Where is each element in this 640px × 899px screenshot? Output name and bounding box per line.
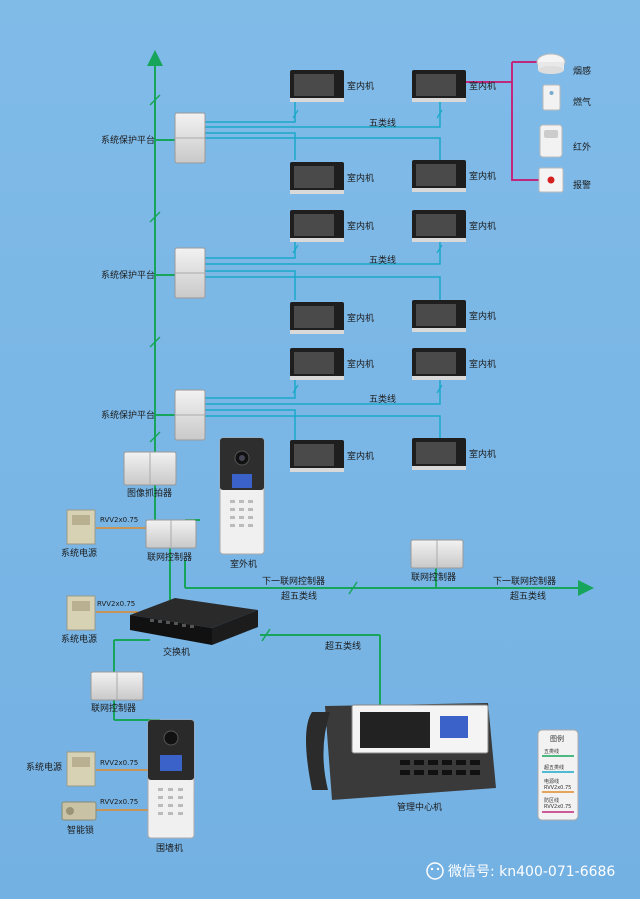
- rvv-label-2: RVV2x0.75: [97, 600, 135, 608]
- indoor-unit-label: 室内机: [469, 80, 496, 92]
- indoor-unit-label: 室内机: [469, 448, 496, 460]
- next-net-controller-label-2: 下一联网控制器: [493, 575, 556, 587]
- protection-platform-label-3: 系统保护平台: [101, 409, 155, 421]
- indoor-unit-4: 室内机: [412, 160, 496, 192]
- power-supply-1: [66, 509, 96, 545]
- indoor-unit-8: 室内机: [412, 300, 496, 332]
- infrared-detector-icon: [539, 124, 563, 158]
- power-supply-2: [66, 595, 96, 631]
- indoor-unit-6: 室内机: [412, 210, 496, 242]
- net-controller-label-1: 联网控制器: [147, 551, 192, 563]
- cat5-marks: [292, 109, 443, 394]
- legend-item-power: 电源线: [544, 778, 559, 785]
- indoor-unit-label: 室内机: [347, 172, 374, 184]
- protection-platform-label-1: 系统保护平台: [101, 134, 155, 146]
- power-lines: [96, 527, 150, 811]
- power-label-2: 系统电源: [61, 633, 97, 645]
- wall-unit-label: 围墙机: [156, 842, 183, 854]
- infrared-label: 红外: [573, 141, 591, 153]
- alarm-button-icon: [538, 167, 564, 193]
- smart-lock-icon: [61, 801, 97, 821]
- gas-detector-icon: [542, 84, 561, 111]
- indoor-unit-label: 室内机: [469, 170, 496, 182]
- indoor-unit-10: 室内机: [412, 348, 496, 380]
- indoor-unit-7: 室内机: [290, 302, 374, 334]
- cat5-lines: [205, 102, 441, 440]
- indoor-unit-label: 室内机: [347, 358, 374, 370]
- legend-item-super-cat5: 超五类线: [544, 764, 564, 771]
- rvv-label-4: RVV2x0.75: [100, 798, 138, 806]
- indoor-units: 室内机室内机室内机室内机室内机室内机室内机室内机室内机室内机室内机室内机: [290, 70, 496, 472]
- protection-platform-3: [174, 389, 206, 441]
- indoor-unit-label: 室内机: [347, 220, 374, 232]
- wall-unit-device: [147, 719, 195, 839]
- super-cat5-label-1: 超五类线: [281, 590, 317, 602]
- indoor-unit-11: 室内机: [290, 440, 374, 472]
- management-center-device: [306, 703, 496, 800]
- indoor-unit-2: 室内机: [412, 70, 496, 102]
- net-controller-label-3: 联网控制器: [91, 702, 136, 714]
- legend-item-power-spec: RVV2x0.75: [544, 785, 571, 791]
- indoor-unit-12: 室内机: [412, 438, 496, 470]
- smart-lock-label: 智能锁: [67, 824, 94, 836]
- smoke-detector-icon: [536, 53, 566, 74]
- line-break-marks: [149, 94, 358, 642]
- legend-title: 图例: [550, 734, 564, 743]
- legend: 图例 五类线 超五类线 电源线 RVV2x0.75 防区线 RVV2x0.75: [537, 729, 579, 821]
- legend-item-cat5: 五类线: [544, 748, 559, 755]
- indoor-unit-5: 室内机: [290, 210, 374, 242]
- legend-item-zone: 防区线: [544, 797, 559, 804]
- power-supply-3: [66, 751, 96, 787]
- image-capture-label: 图像抓拍器: [127, 487, 172, 499]
- gas-label: 燃气: [573, 96, 591, 108]
- outdoor-unit-device: [219, 437, 265, 555]
- indoor-unit-label: 室内机: [469, 220, 496, 232]
- indoor-unit-9: 室内机: [290, 348, 374, 380]
- rvv-label-3: RVV2x0.75: [100, 759, 138, 767]
- indoor-unit-1: 室内机: [290, 70, 374, 102]
- net-controller-2: [410, 539, 464, 569]
- indoor-unit-label: 室内机: [469, 310, 496, 322]
- power-label-1: 系统电源: [61, 547, 97, 559]
- switch-label: 交换机: [163, 646, 190, 658]
- super-cat5-label-3: 超五类线: [325, 640, 361, 652]
- cat5-label-3: 五类线: [369, 393, 396, 405]
- next-net-controller-label-1: 下一联网控制器: [262, 575, 325, 587]
- watermark: 微信号: kn400-071-6686: [426, 862, 615, 880]
- cat5-label-2: 五类线: [369, 254, 396, 266]
- indoor-unit-label: 室内机: [347, 312, 374, 324]
- protection-platform-2: [174, 247, 206, 299]
- network-switch: [130, 598, 258, 645]
- image-capture-device: [123, 451, 177, 486]
- mgmt-center-label: 管理中心机: [397, 801, 442, 813]
- net-controller-3: [90, 671, 144, 701]
- smoke-label: 烟感: [573, 65, 591, 77]
- legend-item-zone-spec: RVV2x0.75: [544, 804, 571, 810]
- watermark-text: 微信号: kn400-071-6686: [448, 864, 615, 880]
- outdoor-unit-label: 室外机: [230, 558, 257, 570]
- protection-platform-1: [174, 112, 206, 164]
- alarm-label: 报警: [573, 179, 591, 191]
- cat5-label-1: 五类线: [369, 117, 396, 129]
- indoor-unit-label: 室内机: [469, 358, 496, 370]
- zone-lines: [466, 61, 540, 181]
- super-cat5-label-2: 超五类线: [510, 590, 546, 602]
- net-controller-label-2: 联网控制器: [411, 571, 456, 583]
- rvv-label-1: RVV2x0.75: [100, 516, 138, 524]
- indoor-unit-3: 室内机: [290, 162, 374, 194]
- indoor-unit-label: 室内机: [347, 80, 374, 92]
- net-controller-1: [145, 519, 197, 549]
- protection-platform-label-2: 系统保护平台: [101, 269, 155, 281]
- power-label-3: 系统电源: [26, 761, 62, 773]
- indoor-unit-label: 室内机: [347, 450, 374, 462]
